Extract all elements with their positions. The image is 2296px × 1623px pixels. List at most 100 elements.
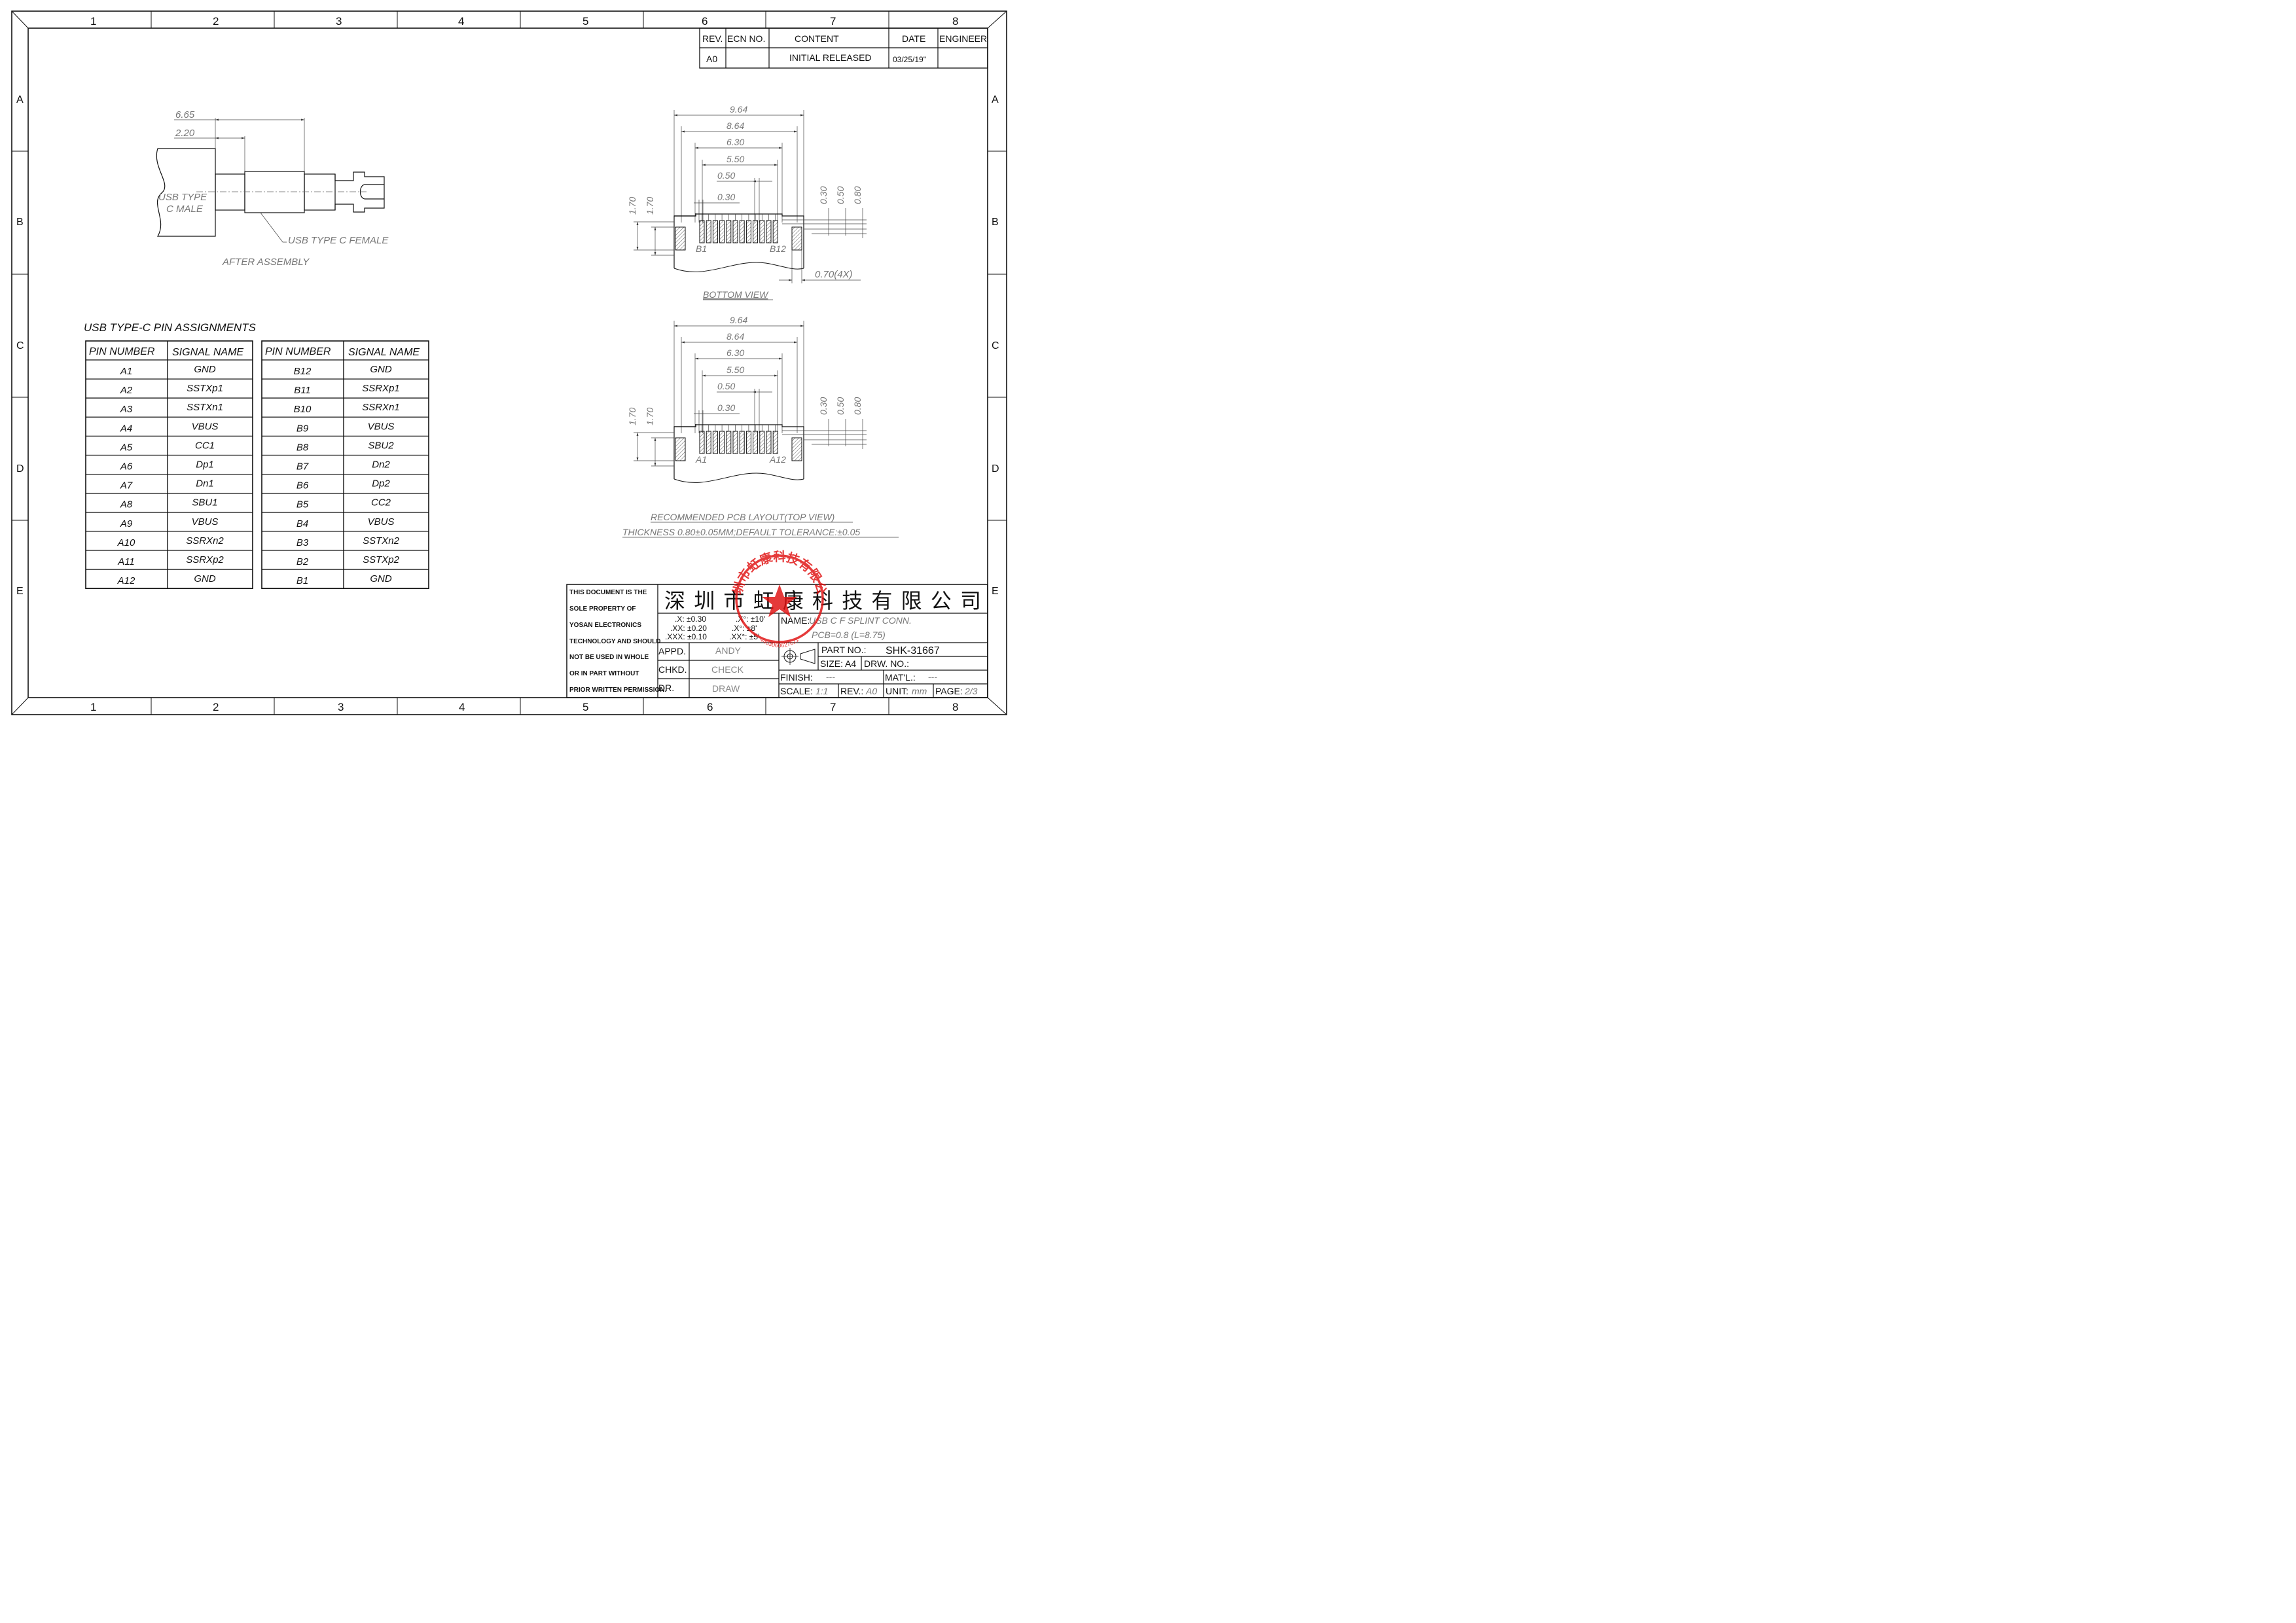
pin-number-cell: A12 — [117, 575, 135, 586]
pin-table-title: USB TYPE-C PIN ASSIGNMENTS — [84, 321, 257, 334]
signal-name-cell: SSRXn2 — [186, 535, 224, 546]
pin-number-cell: B3 — [296, 537, 309, 548]
pin-label-first: B1 — [696, 243, 707, 254]
dimension-label: 0.30 — [717, 402, 735, 413]
pin-table-right-border — [261, 340, 429, 590]
dimension-label: 0.50 — [835, 187, 846, 204]
col-marker: 7 — [830, 701, 836, 713]
signal-name-cell: GND — [194, 364, 216, 375]
content-header: CONTENT — [795, 33, 839, 44]
tolerance-x: .X: ±0.30 — [675, 615, 706, 624]
dimension-label: 0.30 — [717, 192, 735, 202]
pin-number-cell: A4 — [120, 423, 132, 434]
mounting-pad — [675, 437, 686, 461]
bottom-view-caption: BOTTOM VIEW — [703, 289, 769, 300]
col-marker: 5 — [583, 701, 588, 713]
break-line — [673, 262, 804, 272]
signal-pad — [739, 220, 745, 243]
dimension-label: 0.50 — [835, 397, 846, 415]
pin-number-cell: A10 — [117, 537, 135, 548]
dimension-label: 1.70 — [645, 197, 655, 215]
signal-pad — [726, 431, 732, 454]
material-value: --- — [928, 671, 937, 682]
col-marker: 3 — [336, 15, 342, 27]
chkd-label: CHKD. — [658, 664, 687, 675]
row-marker: E — [992, 586, 999, 597]
dr-label: DR. — [658, 683, 674, 693]
pin-label-last: B12 — [770, 243, 786, 254]
dimension-label: 1.70 — [627, 197, 637, 215]
pcb-caption-line2: THICKNESS 0.80±0.05MM;DEFAULT TOLERANCE:… — [622, 527, 860, 537]
signal-pad — [706, 220, 711, 243]
signal-name-cell: GND — [370, 364, 392, 375]
signal-name-cell: Dp1 — [196, 459, 214, 471]
col-marker: 5 — [583, 15, 588, 27]
part-no-label: PART NO.: — [821, 645, 866, 655]
pcb-caption-line1: RECOMMENDED PCB LAYOUT(TOP VIEW) — [651, 512, 834, 522]
col-marker: 6 — [702, 15, 708, 27]
pin-number-cell: B8 — [296, 442, 309, 453]
signal-pad — [766, 220, 772, 243]
part-no-value: SHK-31667 — [886, 645, 940, 656]
signal-name-cell: SSTXn1 — [187, 402, 223, 413]
col-marker: 3 — [338, 701, 344, 713]
notice-line: TECHNOLOGY AND SHOULD — [569, 638, 660, 645]
col-marker: 1 — [90, 15, 96, 27]
break-line — [673, 473, 804, 483]
row-marker: C — [16, 340, 24, 351]
signal-pad — [732, 220, 738, 243]
row-markers-left: A B C D E — [16, 94, 24, 597]
pin-number-cell: A6 — [120, 461, 133, 473]
pin-number-cell: A11 — [117, 556, 135, 567]
dimension-label: 5.50 — [726, 365, 744, 375]
signal-name-header: SIGNAL NAME — [348, 347, 420, 358]
page-value: 2/3 — [964, 686, 978, 696]
rev-value: A0 — [706, 54, 717, 64]
col-marker: 8 — [952, 701, 958, 713]
signal-pad — [732, 431, 738, 454]
signal-name-cell: VBUS — [192, 421, 219, 432]
signal-pad — [766, 431, 772, 454]
notice-line: YOSAN ELECTRONICS — [569, 622, 641, 629]
pin-number-cell: A2 — [120, 385, 133, 396]
scale-value: 1:1 — [816, 686, 828, 696]
connector-outline — [674, 213, 804, 268]
dimension-label: 9.64 — [730, 104, 747, 115]
row-marker: A — [16, 94, 24, 105]
signal-name-cell: VBUS — [368, 516, 395, 527]
rev-header: REV. — [702, 33, 723, 44]
finish-label: FINISH: — [780, 672, 813, 683]
signal-name-cell: VBUS — [192, 516, 219, 527]
signal-name-cell: Dn1 — [196, 478, 214, 490]
dr-value: DRAW — [712, 683, 740, 694]
signal-pad — [772, 220, 778, 243]
dimension-label: 1.70 — [645, 408, 655, 425]
signal-name-cell: SSTXp2 — [363, 554, 400, 565]
mounting-pad — [791, 437, 802, 461]
signal-name-cell: CC2 — [371, 497, 391, 508]
name-line1: USB C F SPLINT CONN. — [809, 615, 912, 626]
dimension-label: 0.50 — [717, 170, 735, 181]
dimension-label: 8.64 — [726, 120, 744, 131]
notice-line: NOT BE USED IN WHOLE — [569, 654, 649, 661]
dimension-label: 0.30 — [818, 397, 829, 415]
dimension-label: 5.50 — [726, 154, 744, 164]
dimension-label: 0.50 — [717, 381, 735, 391]
signal-name-cell: Dn2 — [372, 459, 390, 471]
signal-pad — [739, 431, 745, 454]
pin-number-cell: B7 — [296, 461, 309, 473]
content-value: INITIAL RELEASED — [789, 52, 872, 63]
signal-name-header: SIGNAL NAME — [172, 347, 243, 358]
signal-pad — [699, 220, 705, 243]
signal-name-cell: SSTXp1 — [187, 383, 223, 394]
signal-pad — [712, 431, 718, 454]
dimension-label: 9.64 — [730, 315, 747, 325]
column-markers-top: 1 2 3 4 5 6 7 8 — [90, 15, 958, 27]
row-marker: D — [16, 463, 24, 474]
notice-line: PRIOR WRITTEN PERMISSION. — [569, 687, 667, 694]
row-marker: B — [16, 217, 24, 228]
dim-6-65: 6.65 — [175, 109, 195, 120]
signal-pad — [719, 220, 725, 243]
signal-name-cell: SSRXn1 — [362, 402, 400, 413]
